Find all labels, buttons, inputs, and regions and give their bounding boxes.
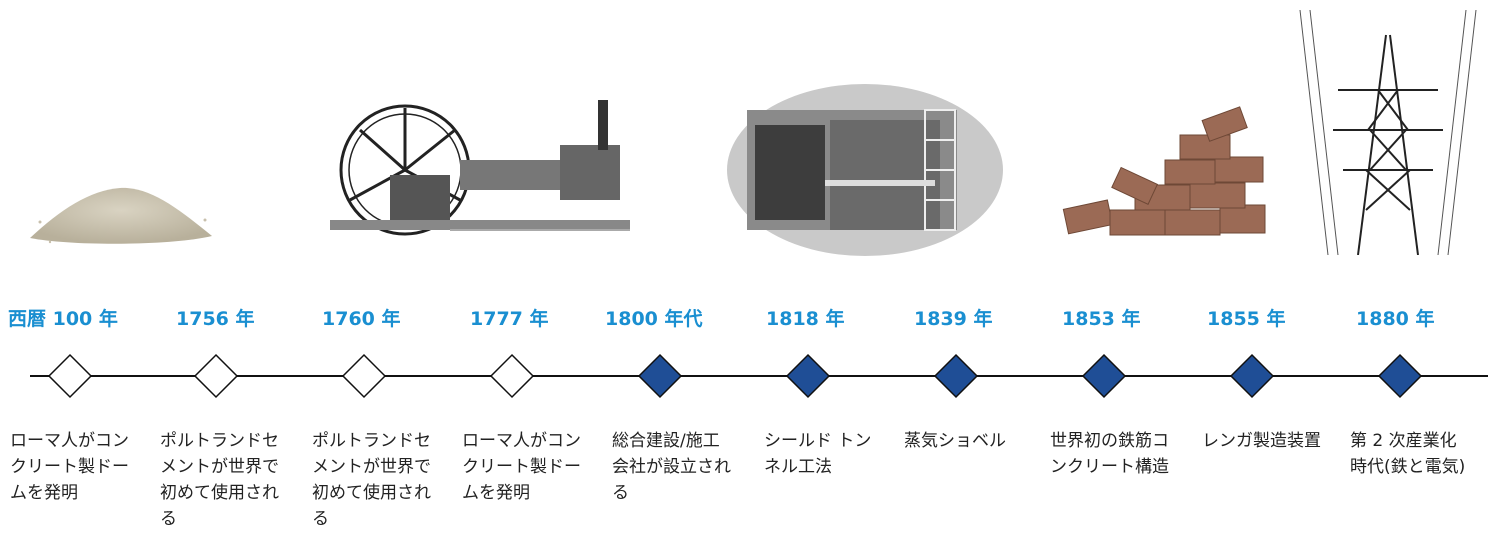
event-description: ポルトランドセメントが世界で初めて使用される [312, 431, 431, 529]
year-label: 1818 年 [766, 308, 845, 330]
diamond-marker-filled [1377, 353, 1423, 399]
event-description: 総合建設/施工会社が設立される [612, 431, 731, 503]
year-label: 1760 年 [322, 308, 401, 330]
shield-tunnel-image [727, 84, 1003, 256]
year-label: 1880 年 [1356, 308, 1435, 330]
event-description: ポルトランドセメントが世界で初めて使用される [160, 431, 279, 529]
diamond-marker-open [47, 353, 93, 399]
year-label: 西暦 100 年 [8, 308, 118, 330]
event-description: 世界初の鉄筋コンクリート構造 [1050, 431, 1169, 477]
event-description: シールド トンネル工法 [764, 431, 872, 477]
power-pylon-image [1299, 10, 1477, 255]
diamond-marker-open [489, 353, 535, 399]
steam-engine-image [330, 100, 630, 236]
year-label: 1855 年 [1207, 308, 1286, 330]
event-description: ローマ人がコンクリート製ドームを発明 [10, 431, 129, 503]
event-description: レンガ製造装置 [1202, 431, 1321, 451]
diamond-marker-open [193, 353, 239, 399]
year-label: 1756 年 [176, 308, 255, 330]
event-description: 蒸気ショベル [904, 431, 1006, 451]
diamond-marker-filled [637, 353, 683, 399]
event-description: ローマ人がコンクリート製ドームを発明 [462, 431, 581, 503]
year-label: 1853 年 [1062, 308, 1141, 330]
year-label: 1800 年代 [605, 308, 703, 330]
diamond-marker-filled [785, 353, 831, 399]
timeline [30, 353, 1488, 399]
diamond-marker-filled [933, 353, 979, 399]
cement-powder-image [30, 187, 212, 244]
diamond-marker-filled [1229, 353, 1275, 399]
year-label: 1777 年 [470, 308, 549, 330]
diamond-marker-open [341, 353, 387, 399]
bricks-image [1062, 106, 1266, 236]
event-description: 第 2 次産業化時代(鉄と電気) [1350, 431, 1466, 477]
year-label: 1839 年 [914, 308, 993, 330]
diamond-marker-filled [1081, 353, 1127, 399]
